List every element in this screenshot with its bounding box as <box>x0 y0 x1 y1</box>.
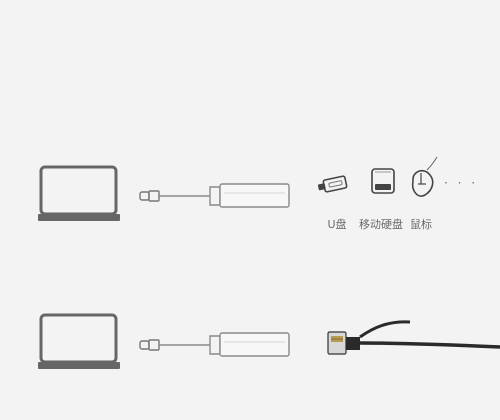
usb-drive-icon <box>317 175 348 193</box>
top-usb-c-connector-icon <box>139 190 210 202</box>
top-hub-icon <box>209 183 290 208</box>
usb-drive-label: U盘 <box>327 218 347 231</box>
bottom-ethernet-adapter-icon <box>209 332 290 357</box>
ethernet-cable-icon <box>327 320 500 355</box>
more-devices-indicator: · · · <box>444 176 479 190</box>
mouse-icon <box>411 156 438 197</box>
external-hdd-icon <box>371 168 395 194</box>
external-hdd-label: 移动硬盘 <box>359 218 403 231</box>
bottom-laptop-icon <box>38 313 120 369</box>
mouse-label: 鼠标 <box>410 218 432 231</box>
bottom-usb-c-connector-icon <box>139 339 210 351</box>
top-laptop-icon <box>38 165 120 221</box>
